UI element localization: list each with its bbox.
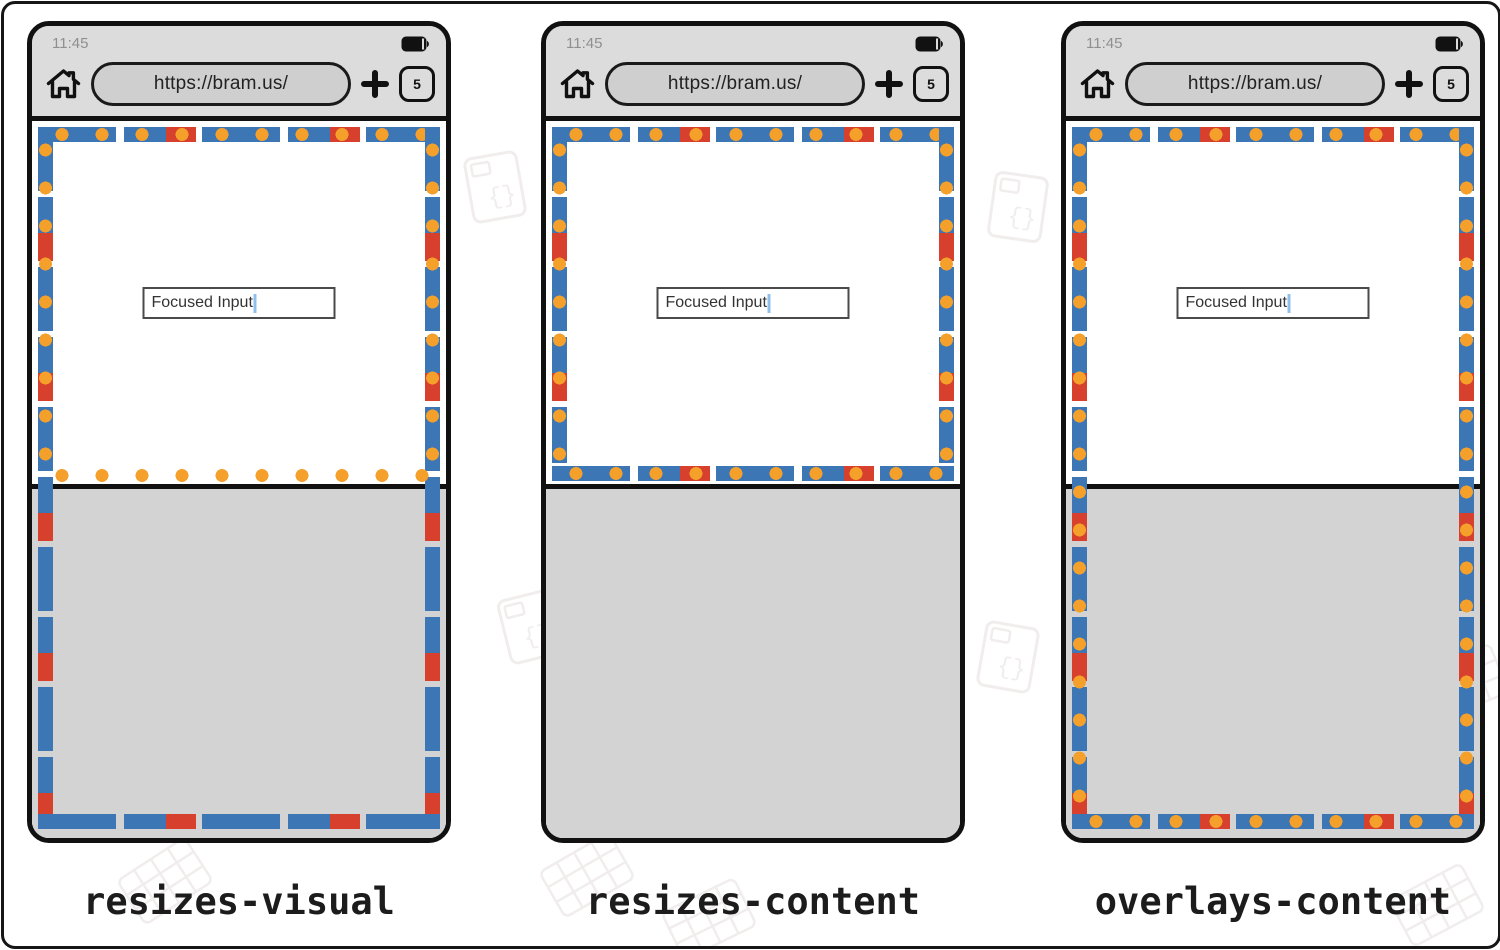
url-bar[interactable]: https://bram.us/ [91,62,351,106]
browser-chrome: 11:45 https://bram.us/ 5 [32,26,446,121]
tab-count-label: 5 [1447,76,1455,92]
home-icon[interactable] [45,66,82,102]
browser-chrome: 11:45 https://bram.us/ 5 [1066,26,1480,121]
text-caret [767,293,771,313]
viewport-border-left [552,127,567,463]
browser-chrome: 11:45 https://bram.us/ 5 [546,26,960,121]
page-content: Focused Input [546,121,960,838]
css-file-watermark-icon: {} [984,168,1051,245]
browser-toolbar: https://bram.us/ 5 [559,60,949,108]
svg-text:{}: {} [486,182,519,214]
viewport-border-left [1072,127,1087,828]
battery-icon [915,36,945,57]
home-icon[interactable] [1079,66,1116,102]
viewport-border-top [552,127,954,142]
url-bar[interactable]: https://bram.us/ [1125,62,1385,106]
keyboard-grid-watermark-icon [1385,859,1488,946]
focused-input[interactable]: Focused Input [1176,287,1370,319]
focused-input[interactable]: Focused Input [142,287,336,319]
visual-viewport-dots-left [38,127,53,468]
status-time: 11:45 [1086,35,1123,52]
page-content: Focused Input [1066,121,1480,838]
battery-icon [401,36,431,57]
url-text: https://bram.us/ [153,73,289,94]
url-text: https://bram.us/ [667,73,803,94]
home-icon[interactable] [559,66,596,102]
virtual-keyboard-area [32,484,446,838]
keyboard-grid-watermark-icon [535,828,638,921]
keyboard-grid-watermark-icon [658,874,761,946]
css-file-watermark-icon: {} [460,147,529,226]
viewport-border-bottom [1072,814,1474,829]
tab-counter[interactable]: 5 [913,66,949,102]
tab-count-label: 5 [413,76,421,92]
focused-input-value: Focused Input [151,294,253,311]
text-caret [253,293,257,313]
visual-viewport-dots-bottom [38,468,440,483]
caption-overlays-content: overlays-content [1094,880,1452,923]
browser-toolbar: https://bram.us/ 5 [45,60,435,108]
virtual-keyboard-area [546,484,960,838]
page-content: Focused Input [32,121,446,838]
battery-icon [1435,36,1465,57]
tab-counter[interactable]: 5 [399,66,435,102]
browser-toolbar: https://bram.us/ 5 [1079,60,1469,108]
new-tab-plus-icon[interactable] [875,70,903,98]
viewport-border-bottom [552,466,954,481]
status-time: 11:45 [52,35,89,52]
tab-counter[interactable]: 5 [1433,66,1469,102]
phone-mockup-resizes-visual: 11:45 https://bram.us/ 5 [27,21,451,843]
svg-text:{}: {} [1006,204,1038,235]
viewport-border-top [38,127,440,142]
visual-viewport-dots-right [425,127,440,468]
css-file-watermark-icon: {} [973,617,1042,696]
status-time: 11:45 [566,35,603,52]
url-text: https://bram.us/ [1187,73,1323,94]
focused-input[interactable]: Focused Input [656,287,850,319]
tab-count-label: 5 [927,76,935,92]
layout-viewport-border-bottom [38,814,440,829]
phone-mockup-resizes-content: 11:45 https://bram.us/ 5 [541,21,965,843]
focused-input-value: Focused Input [1185,294,1287,311]
keyboard-grid-watermark-icon [113,833,217,928]
virtual-keyboard-area [1066,484,1480,838]
url-bar[interactable]: https://bram.us/ [605,62,865,106]
viewport-border-top [1072,127,1474,142]
text-caret [1287,293,1291,313]
caption-resizes-visual: resizes-visual [83,880,395,923]
viewport-border-right [939,127,954,463]
new-tab-plus-icon[interactable] [361,70,389,98]
new-tab-plus-icon[interactable] [1395,70,1423,98]
caption-resizes-content: resizes-content [585,880,921,923]
focused-input-value: Focused Input [665,294,767,311]
viewport-border-right [1459,127,1474,828]
phone-mockup-overlays-content: 11:45 https://bram.us/ 5 [1061,21,1485,843]
svg-text:{}: {} [995,653,1028,685]
